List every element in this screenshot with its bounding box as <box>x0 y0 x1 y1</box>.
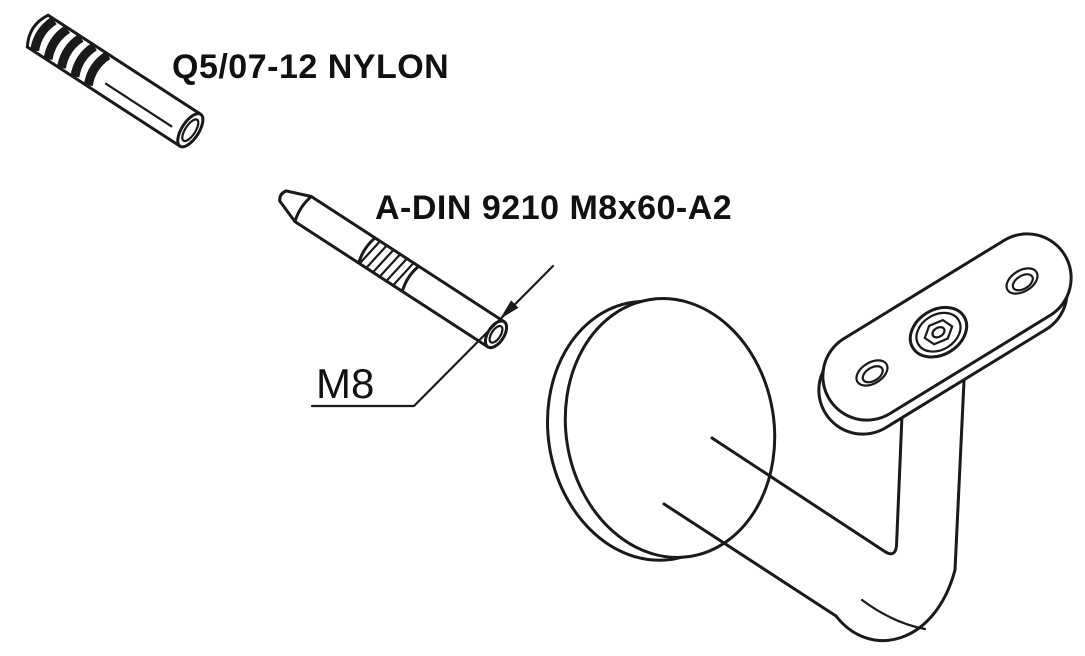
elbow-seam-line <box>860 598 927 631</box>
center-socket-screw <box>908 305 969 359</box>
stud-label: A-DIN 9210 M8x60-A2 <box>375 189 732 227</box>
screw-hole-right-counterbore <box>1011 273 1034 292</box>
stud-thread-lines <box>358 240 415 287</box>
hex-socket <box>922 317 954 347</box>
wall-plug-slit-line <box>104 82 173 128</box>
handrail-bracket-drawing <box>546 232 1073 642</box>
arm-upper-edge <box>710 366 906 556</box>
top-mounting-plate <box>821 232 1073 422</box>
stud-end-chamfer <box>488 324 504 344</box>
arm-lower-edge <box>662 502 838 618</box>
bracket-arm <box>662 358 967 642</box>
wall-plug-bore <box>181 118 200 143</box>
dimension-label: M8 <box>316 360 374 407</box>
wall-plug-body-outline <box>25 13 203 148</box>
wall-plate-face <box>563 297 777 559</box>
arm-vertical-edge <box>953 358 967 572</box>
dimension-callout: M8 <box>310 264 555 408</box>
stud-outline <box>278 189 506 349</box>
screw-head-inner-ring <box>915 311 962 353</box>
dimension-arrowhead <box>500 300 519 319</box>
wall-plug-drawing <box>25 13 205 149</box>
threaded-stud-drawing <box>278 189 509 350</box>
elbow-outer-curve <box>834 568 957 642</box>
wall-plate <box>546 297 777 562</box>
anchor-label: Q5/07-12 NYLON <box>172 48 449 86</box>
screw-hole-left-counterbore <box>861 365 884 384</box>
hex-socket-center <box>931 326 946 339</box>
wall-plug-fins <box>30 16 111 87</box>
wall-plug-open-end <box>176 112 205 149</box>
